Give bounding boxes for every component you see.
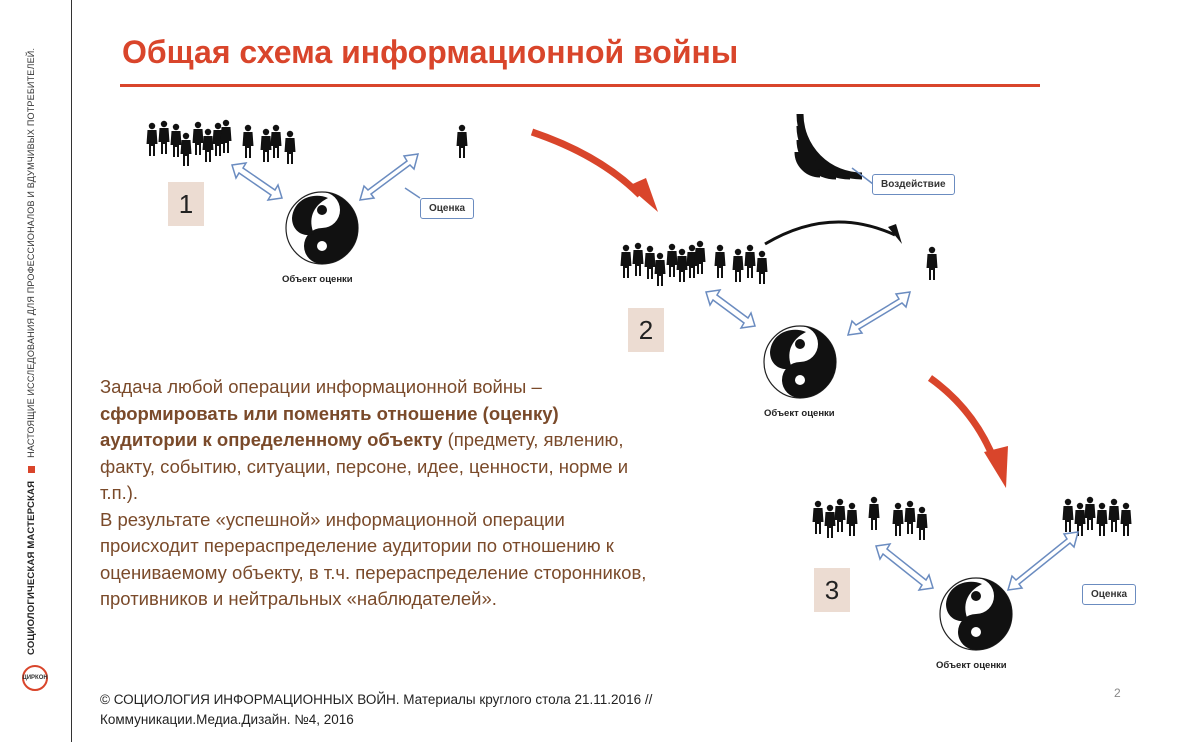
page-number: 2 [1114, 686, 1121, 700]
stage-number-3: 3 [814, 568, 850, 612]
object-label-2: Объект оценки [764, 408, 835, 419]
red-arrow-1 [530, 128, 643, 198]
body-paragraph-1: Задача любой операции информационной вой… [100, 374, 660, 507]
body-line1: Задача любой операции информационной вой… [100, 376, 542, 397]
object-label-3: Объект оценки [936, 660, 1007, 671]
red-arrow-1-head [628, 178, 658, 212]
red-arrow-2-head [984, 446, 1008, 488]
yin-yang-object-2 [763, 325, 837, 399]
yin-yang-object-1 [285, 191, 359, 265]
red-arrow-2 [927, 375, 999, 464]
callout-influence: Воздействие [872, 174, 955, 195]
double-arrows-3 [875, 531, 1080, 591]
double-arrows-2 [705, 289, 912, 336]
footer-line2: Коммуникации.Медиа.Дизайн. №4, 2016 [100, 712, 354, 727]
yin-yang-object-3 [939, 577, 1013, 651]
double-arrows-1 [231, 153, 420, 201]
sidebar: СОЦИОЛОГИЧЕСКАЯ МАСТЕРСКАЯНАСТОЯЩИЕ ИССЛ… [0, 0, 72, 742]
body-text: Задача любой операции информационной вой… [100, 374, 660, 613]
object-label-1: Объект оценки [282, 274, 353, 285]
crowd-3-right [1062, 496, 1132, 536]
sidebar-divider [71, 0, 72, 742]
title-underline [120, 84, 1040, 87]
crowd-1 [146, 119, 296, 166]
callout-evaluation-3: Оценка [1082, 584, 1137, 605]
callout-evaluation-1: Оценка [420, 198, 475, 219]
wifi-icon [794, 113, 863, 180]
stage-number-2: 2 [628, 308, 664, 352]
footer-line1: © СОЦИОЛОГИЯ ИНФОРМАЦИОННЫХ ВОЙН. Матери… [100, 692, 653, 707]
black-arc-arrow [764, 220, 896, 246]
logo: ЦИРКОН [22, 665, 48, 691]
body-rest: (предмету, явлению, факту, событию, ситу… [100, 429, 629, 503]
body-bold: сформировать или поменять отношение (оце… [100, 402, 559, 451]
stage-number-1: 1 [168, 182, 204, 226]
individual-2 [926, 246, 938, 280]
crowd-2 [620, 240, 768, 286]
logo-text: ЦИРКОН [22, 675, 48, 681]
page-title: Общая схема информационной войны [122, 34, 739, 70]
footer-citation: © СОЦИОЛОГИЯ ИНФОРМАЦИОННЫХ ВОЙН. Матери… [100, 690, 652, 730]
individual-1 [456, 124, 468, 158]
body-paragraph-2: В результате «успешной» информационной о… [100, 508, 647, 610]
crowd-3-left [812, 496, 928, 540]
